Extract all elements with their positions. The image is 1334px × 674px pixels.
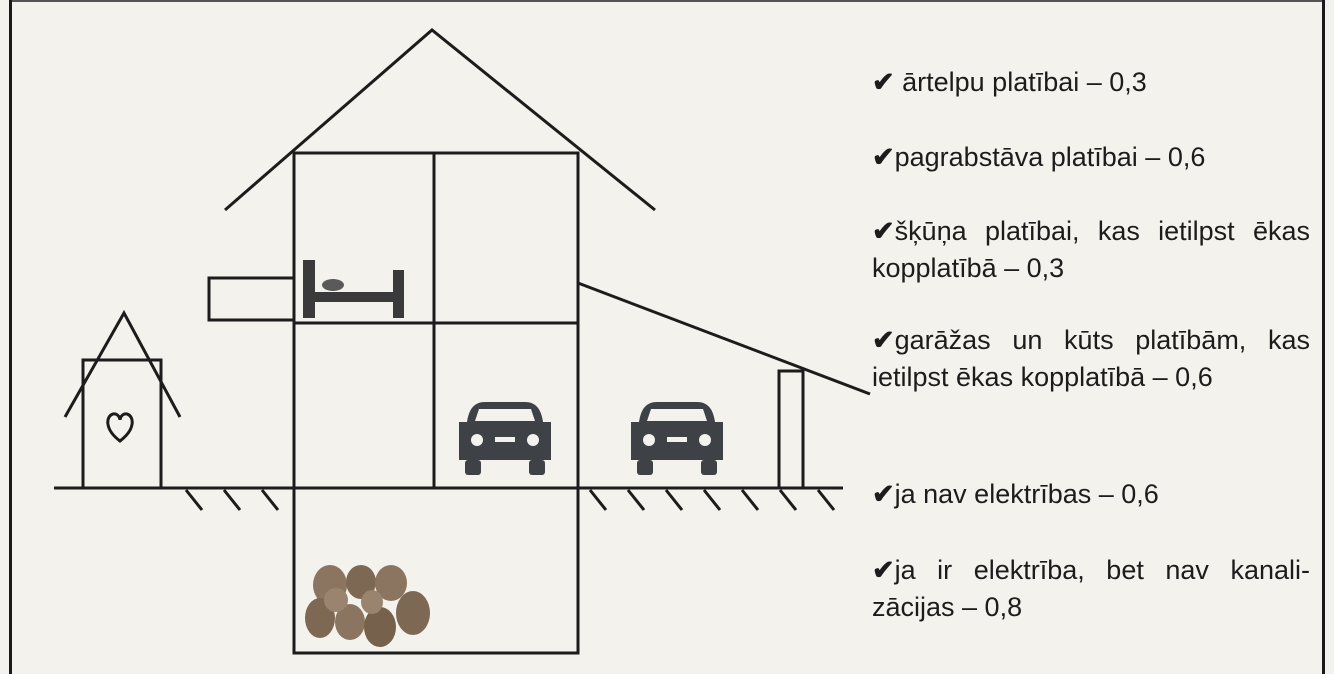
ground-hatch-mark <box>740 489 760 511</box>
coef-item-basement: ✔pagrabstāva platībai – 0,6 <box>872 139 1310 176</box>
main-building <box>292 151 580 655</box>
coef-text: ārtelpu platībai – 0,3 <box>894 67 1147 97</box>
shed-post <box>777 369 805 490</box>
ground-hatch-mark <box>778 489 798 511</box>
coef-item-no-electricity: ✔ja nav elektrības – 0,6 <box>872 476 1310 513</box>
coef-text: garāžas un kūts platībām, kas ietilpst ē… <box>872 325 1310 392</box>
potatoes-icon <box>305 565 430 647</box>
check-icon: ✔ <box>872 479 895 509</box>
frame-left-border <box>9 0 12 674</box>
check-icon: ✔ <box>872 325 895 355</box>
ground-hatch-mark <box>588 489 608 511</box>
ground-hatch-mark <box>626 489 646 511</box>
main-roof <box>224 28 656 212</box>
coef-item-shed: ✔šķūņa platībai, kas ietilpst ēkas koppl… <box>872 213 1310 287</box>
check-icon: ✔ <box>872 142 895 172</box>
balcony <box>207 276 296 322</box>
frame-right-border <box>1322 0 1325 674</box>
coef-text: ja nav elektrības – 0,6 <box>894 479 1159 509</box>
check-icon: ✔ <box>872 216 895 246</box>
heart-icon <box>106 412 134 443</box>
ground-hatching <box>184 489 836 511</box>
shed-roof <box>577 281 871 396</box>
bed-icon <box>303 260 404 318</box>
coef-item-exterior: ✔ ārtelpu platībai – 0,3 <box>872 64 1310 101</box>
coef-text: ja ir elektrība, bet nav kanali-zācijas … <box>872 555 1310 622</box>
coef-text: šķūņa platībai, kas ietilpst ēkas koppla… <box>872 216 1310 283</box>
outhouse-body <box>81 358 163 490</box>
ground-hatch-mark <box>702 489 722 511</box>
coef-text: pagrabstāva platībai – 0,6 <box>894 142 1206 172</box>
check-icon: ✔ <box>872 555 895 585</box>
ground-hatch-mark <box>222 489 242 511</box>
car-icon-garage <box>459 402 551 475</box>
ground-hatch-mark <box>664 489 684 511</box>
ground-hatch-mark <box>184 489 204 511</box>
coef-item-no-sewage: ✔ja ir elektrība, bet nav kanali-zācijas… <box>872 552 1310 626</box>
ground-hatch-mark <box>816 489 836 511</box>
ground-hatch-mark <box>260 489 280 511</box>
car-icon-shed <box>631 402 723 475</box>
coef-item-garage: ✔garāžas un kūts platībām, kas ietilpst … <box>872 322 1310 396</box>
check-icon: ✔ <box>872 67 895 97</box>
frame-top-border <box>9 0 1325 2</box>
